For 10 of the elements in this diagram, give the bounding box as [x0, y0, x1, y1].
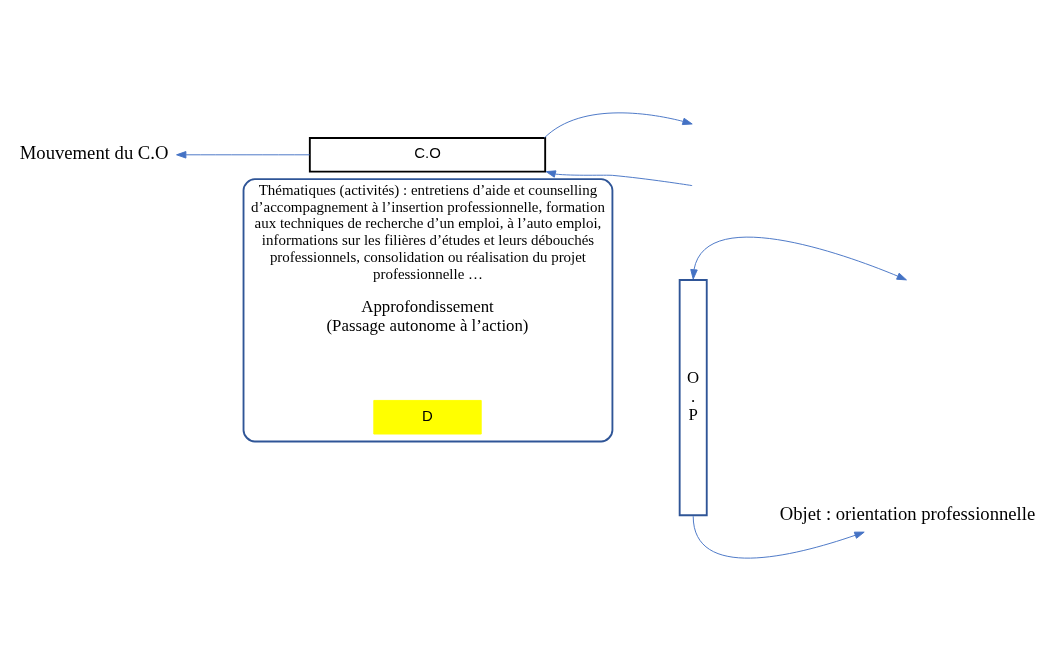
- node-text: Objet : orientation professionnelle: [779, 502, 1036, 524]
- arrow: [543, 111, 693, 138]
- node-text: Mouvement du C.O: [19, 141, 169, 163]
- arrow: [690, 236, 907, 280]
- arrow: [176, 150, 311, 159]
- node-box: O . P: [678, 278, 708, 516]
- node-box: C.O: [308, 136, 547, 173]
- arrow: [692, 515, 865, 559]
- node-box: D: [373, 399, 482, 434]
- arrow: [545, 169, 693, 186]
